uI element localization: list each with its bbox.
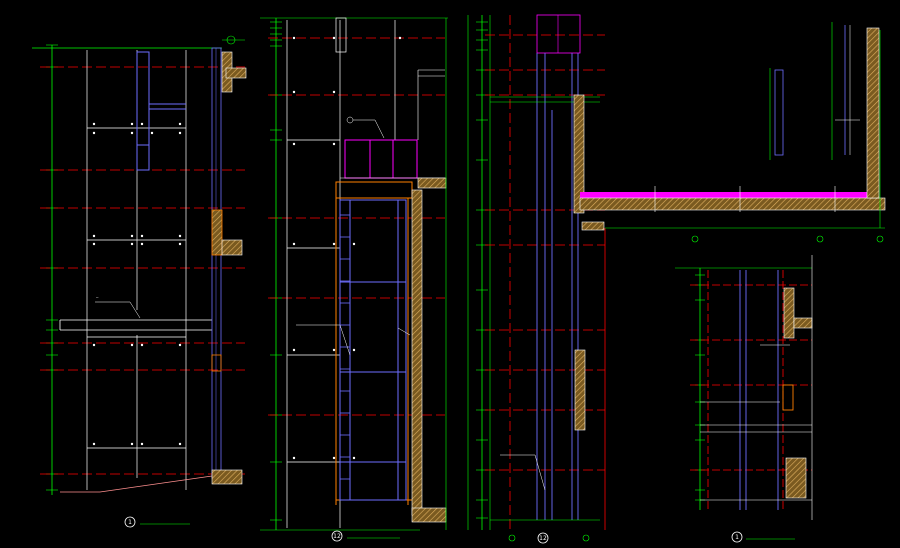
panel-fixing-dot [292,142,296,146]
panel-fixing-dot [92,122,96,126]
panel-fixing-dot [352,456,356,460]
detail-top-right [769,22,860,160]
panel-fixing-dot [292,90,296,94]
panel-fixing-dot [140,242,144,246]
panel-fixing-dot [92,242,96,246]
detail-1-elevation: — 1 [32,35,247,528]
detail-4-elevation: 1 [675,255,813,543]
panel-fixing-dot [332,142,336,146]
panel-fixing-dot [332,242,336,246]
panel-fixing-dot [178,234,182,238]
panel-fixing-dot [130,442,134,446]
detail-3-label: 12 [508,532,590,544]
panel-fixing-dot [92,442,96,446]
detail-1-label: 1 [124,516,190,528]
detail-4-label: 1 [731,531,795,543]
panel-fixing-dot [92,131,96,135]
panel-fixing-dot [332,36,336,40]
panel-fixing-dot [352,348,356,352]
panel-fixing-dot [178,343,182,347]
panel-fixing-dot [292,242,296,246]
panel-fixing-dot [150,131,154,135]
panel-fixing-dot [332,456,336,460]
panel-fixing-dot [292,456,296,460]
detail-1-wall [211,47,247,485]
panel-fixing-dot [130,242,134,246]
panel-fixing-dot [140,442,144,446]
panel-fixing-dot [130,122,134,126]
panel-fixing-dot [178,131,182,135]
detail-2-number: 12 [333,533,341,540]
panel-fixing-dot [398,36,402,40]
panel-fixing-dot [292,348,296,352]
panel-fixing-dot [130,343,134,347]
panel-fixing-dot [130,234,134,238]
panel-fixing-dot [140,343,144,347]
detail-4-number: 1 [735,534,739,541]
panel-fixing-dot [140,122,144,126]
panel-fixing-dot [92,343,96,347]
svg-text:—: — [96,295,99,300]
panel-fixing-dot [332,90,336,94]
detail-3-number: 12 [539,535,547,542]
panel-fixing-dot [92,234,96,238]
panel-fixing-dot [332,348,336,352]
panel-fixing-dot [178,122,182,126]
panel-fixing-dot [352,242,356,246]
detail-2-label: 12 [331,530,400,542]
detail-2-elevation: 12 [260,17,448,542]
detail-1-number: 1 [128,519,132,526]
panel-fixing-dot [178,442,182,446]
detail-3-section: 12 [467,14,886,544]
panel-fixing-dot [178,242,182,246]
panel-fixing-dot [292,36,296,40]
detail-3-slab [579,27,886,243]
panel-fixing-dot [140,234,144,238]
panel-fixing-dot [130,131,134,135]
